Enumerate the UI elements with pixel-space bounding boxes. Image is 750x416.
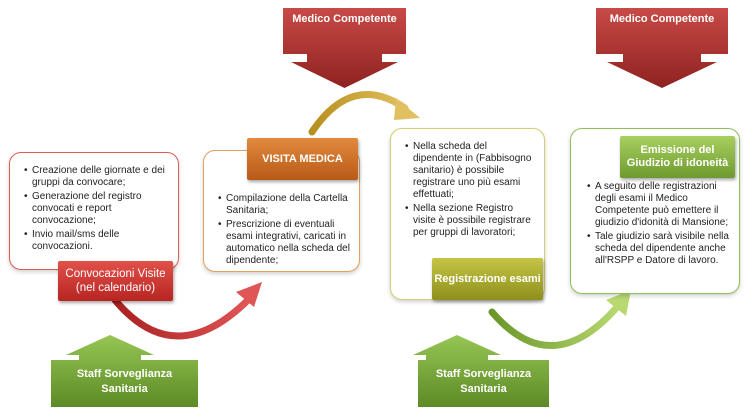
emissione-label-line1: Emissione del [640, 144, 715, 156]
medico-callout-left [283, 8, 406, 88]
arc-red-head [236, 282, 262, 307]
list-item: Nella scheda del dipendente in (Fabbisog… [405, 141, 536, 201]
giudizio-list: A seguito delle registrazioni degli esam… [587, 181, 733, 267]
staff-left-line1: Staff Sorveglianza [76, 368, 173, 380]
list-item: Creazione delle giornate e dei gruppi da… [24, 165, 170, 189]
convocazioni-label-line1: Convocazioni Visite [65, 268, 166, 280]
emissione-label-line2: Giudizio di idoneità [626, 157, 729, 169]
visita-medica-label: VISITA MEDICA [247, 138, 358, 180]
registrazione-esami-label: Registrazione esami [432, 258, 543, 300]
list-item: Nella sezione Registro visite è possibil… [405, 203, 536, 239]
staff-sorveglianza-right-label: Staff Sorveglianza Sanitaria [418, 367, 549, 397]
convocazioni-list: Creazione delle giornate e dei gruppi da… [24, 165, 170, 253]
arc-red [111, 296, 252, 340]
medico-competente-left-label: Medico Competente [292, 13, 397, 25]
arc-gold-head [394, 98, 420, 120]
staff-right-line2: Sanitaria [460, 383, 507, 395]
list-item: Invio mail/sms delle convocazioni. [24, 229, 170, 253]
list-item: Generazione del registro convocati e rep… [24, 191, 170, 227]
staff-right-line1: Staff Sorveglianza [435, 368, 532, 380]
staff-sorveglianza-left-label: Staff Sorveglianza Sanitaria [51, 367, 198, 397]
list-item: A seguito delle registrazioni degli esam… [587, 181, 733, 229]
convocazioni-visite-label: Convocazioni Visite (nel calendario) [58, 261, 173, 301]
registrazione-esami-label-text: Registrazione esami [434, 273, 541, 285]
emissione-giudizio-label: Emissione del Giudizio di idoneità [620, 136, 735, 178]
list-item: Compilazione della Cartella Sanitaria; [218, 193, 351, 217]
convocazioni-card: Creazione delle giornate e dei gruppi da… [9, 152, 179, 270]
arc-green-head [606, 290, 631, 316]
staff-left-line2: Sanitaria [101, 383, 148, 395]
visita-medica-label-text: VISITA MEDICA [262, 153, 343, 165]
staff-callout-right [413, 335, 549, 407]
medico-competente-right-label: Medico Competente [609, 13, 715, 25]
convocazioni-label-line2: (nel calendario) [75, 282, 156, 294]
list-item: Prescrizione di eventuali esami integrat… [218, 219, 351, 267]
staff-callout-left [51, 335, 198, 407]
registrazione-list: Nella scheda del dipendente in (Fabbisog… [405, 141, 536, 239]
list-item: Tale giudizio sarà visibile nella scheda… [587, 231, 733, 267]
medico-callout-right [596, 8, 728, 88]
arc-green [488, 302, 622, 349]
visita-medica-list: Compilazione della Cartella Sanitaria; P… [218, 193, 351, 267]
arc-gold [308, 91, 409, 136]
